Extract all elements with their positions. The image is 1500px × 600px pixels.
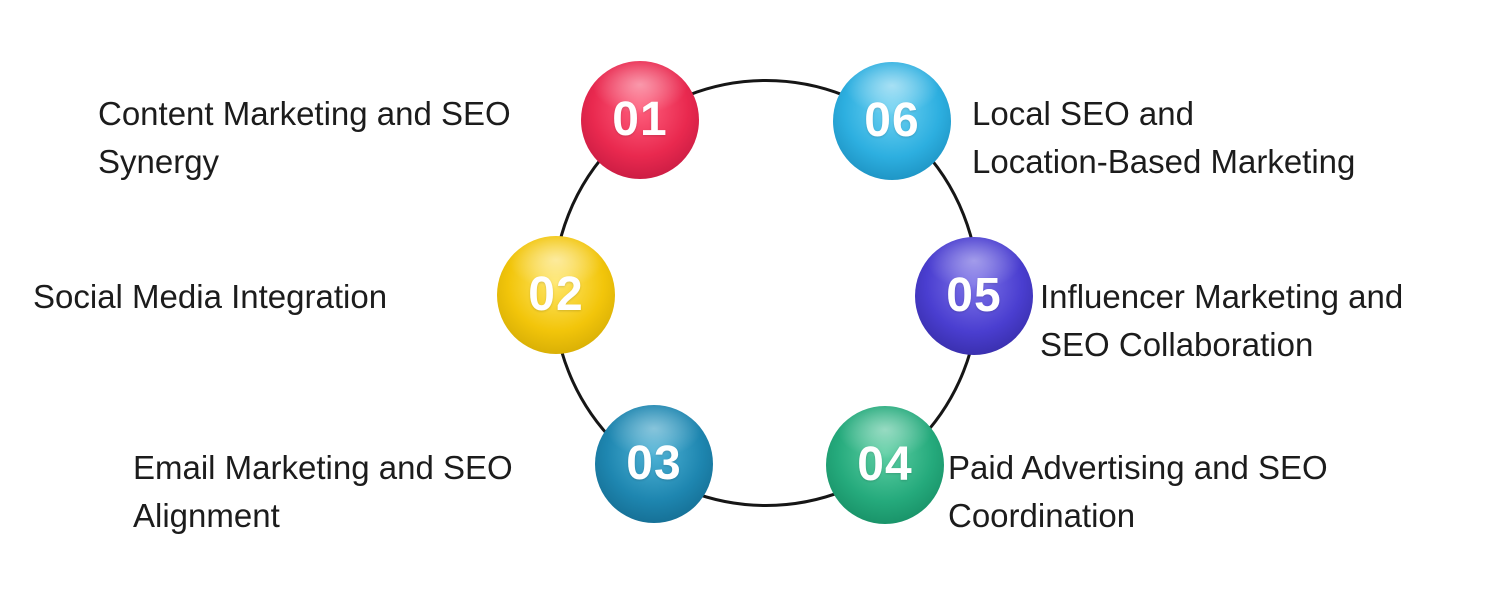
step-label-line: Local SEO and [972,95,1194,132]
step-label-line: Alignment [133,497,280,534]
step-label-line: Coordination [948,497,1136,534]
step-label-influencer-marketing: Influencer Marketing and SEO Collaborati… [1040,273,1403,369]
step-number-01: 01 [612,92,668,146]
step-sphere-03: 03 [595,405,713,523]
step-number-04: 04 [857,437,913,491]
step-number-03: 03 [626,436,682,490]
step-number-06: 06 [864,93,920,147]
step-label-social-media: Social Media Integration [33,273,387,321]
step-sphere-02: 02 [497,236,615,354]
step-label-line: Content Marketing and SEO [98,95,511,132]
step-label-line: Influencer Marketing and [1040,278,1404,315]
step-label-local-seo: Local SEO and Location-Based Marketing [972,90,1355,186]
step-label-line: Synergy [98,143,220,180]
step-label-line: SEO Collaboration [1040,326,1314,363]
step-label-line: Email Marketing and SEO [133,449,513,486]
step-sphere-06: 06 [833,62,951,180]
step-sphere-01: 01 [581,61,699,179]
step-number-05: 05 [946,268,1002,322]
step-sphere-04: 04 [826,406,944,524]
step-label-line: Location-Based Marketing [972,143,1356,180]
step-sphere-05: 05 [915,237,1033,355]
step-label-content-marketing: Content Marketing and SEO Synergy [98,90,511,186]
step-label-email-marketing: Email Marketing and SEO Alignment [133,444,513,540]
step-number-02: 02 [528,267,584,321]
step-label-line: Paid Advertising and SEO [948,449,1328,486]
step-label-paid-advertising: Paid Advertising and SEO Coordination [948,444,1328,540]
step-label-line: Social Media Integration [33,278,388,315]
